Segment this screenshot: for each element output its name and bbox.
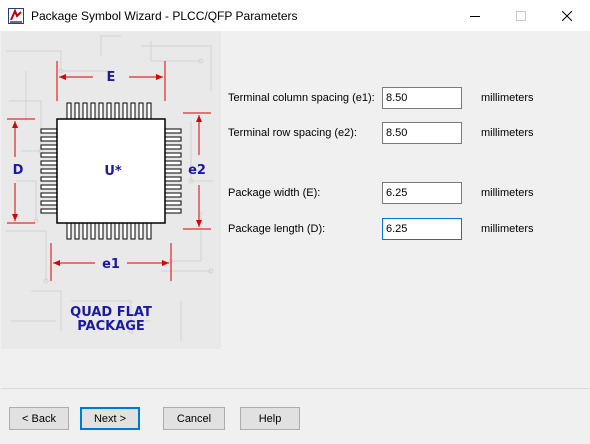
minimize-button[interactable] <box>452 0 498 31</box>
title-bar[interactable]: Package Symbol Wizard - PLCC/QFP Paramet… <box>0 0 590 31</box>
e1-input[interactable] <box>382 87 462 109</box>
help-button[interactable]: Help <box>240 407 300 430</box>
e2-label: Terminal row spacing (e2): <box>228 127 357 139</box>
e2-input[interactable] <box>382 122 462 144</box>
dimension-e1-label: e1 <box>102 257 120 272</box>
package-width-label: Package width (E): <box>228 187 321 199</box>
chip-label: U* <box>104 164 122 179</box>
e1-unit: millimeters <box>481 92 534 104</box>
caption-line-2: PACKAGE <box>77 319 145 334</box>
left-pins <box>40 128 58 214</box>
maximize-icon <box>516 10 526 21</box>
button-divider <box>1 388 589 389</box>
wizard-client-area: E D e2 e1 U* QUAD FLAT PACKAGE Terminal … <box>1 31 589 443</box>
app-icon <box>8 8 24 24</box>
dimension-e-label: E <box>107 70 116 85</box>
dimension-d-line <box>7 118 35 224</box>
bottom-pins <box>66 222 152 240</box>
package-length-label: Package length (D): <box>228 223 326 235</box>
close-icon <box>562 10 572 21</box>
close-button[interactable] <box>544 0 590 31</box>
back-button[interactable]: < Back <box>9 407 69 430</box>
dimension-e1-line <box>50 243 172 281</box>
next-button[interactable]: Next > <box>80 407 140 430</box>
dimension-d-label: D <box>13 163 24 178</box>
maximize-button[interactable] <box>498 0 544 31</box>
e2-unit: millimeters <box>481 127 534 139</box>
right-pins <box>164 128 182 214</box>
minimize-icon <box>470 15 480 17</box>
dimension-e2-line <box>183 112 211 230</box>
package-width-unit: millimeters <box>481 187 534 199</box>
top-pins <box>66 102 152 120</box>
e1-label: Terminal column spacing (e1): <box>228 92 375 104</box>
package-length-input[interactable] <box>382 218 462 240</box>
package-diagram: E D e2 e1 U* QUAD FLAT PACKAGE <box>1 31 221 349</box>
package-width-input[interactable] <box>382 182 462 204</box>
package-length-unit: millimeters <box>481 223 534 235</box>
window-title: Package Symbol Wizard - PLCC/QFP Paramet… <box>31 9 298 23</box>
chip-body <box>56 118 166 224</box>
dimension-e2-label: e2 <box>188 163 206 178</box>
caption-line-1: QUAD FLAT <box>70 305 152 320</box>
cancel-button[interactable]: Cancel <box>163 407 225 430</box>
dimension-e-line <box>56 61 166 101</box>
